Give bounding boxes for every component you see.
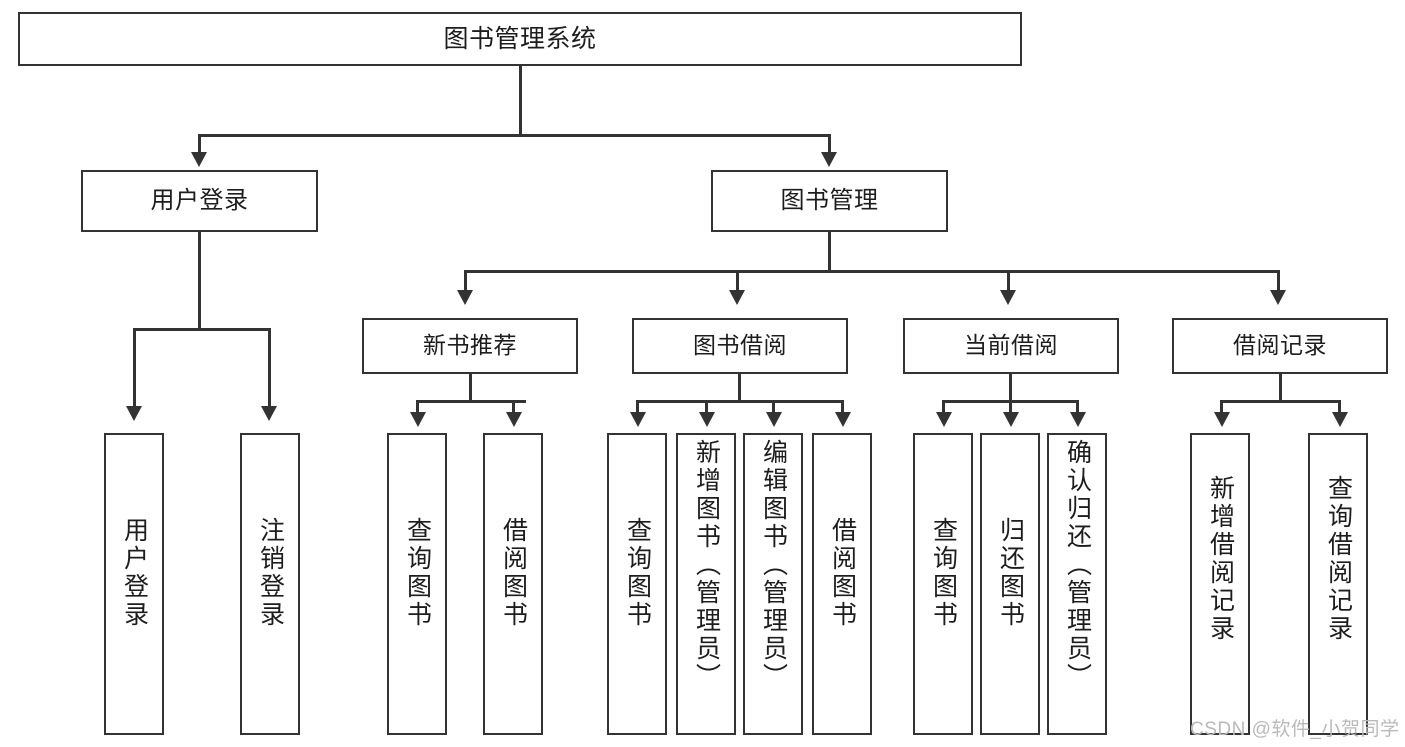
connector-borrow-record-bus [1220, 400, 1339, 403]
leaf-edit-book[interactable]: 编辑图书（管理员） [743, 433, 803, 735]
connector-current-borrow-drop-3 [1076, 400, 1079, 414]
leaf-query-book-recommend[interactable]: 查询图书 [387, 433, 447, 735]
arrow-bm-to-new-book-recommend-icon [457, 290, 473, 305]
node-label: 图书管理 [780, 186, 879, 214]
leaf-borrow-book-recommend[interactable]: 借阅图书 [483, 433, 543, 735]
arrow-user-login-leaf-2-icon [261, 406, 277, 421]
connector-new-book-bus [416, 400, 526, 403]
leaf-add-borrow-record[interactable]: 新增借阅记录 [1190, 433, 1250, 735]
leaf-borrow-book[interactable]: 借阅图书 [812, 433, 872, 735]
arrow-root-to-user-login-icon [191, 152, 207, 167]
node-label: 当前借阅 [964, 332, 1058, 359]
arrow-bm-to-book-borrow-icon [729, 290, 745, 305]
connector-user-login-bus [133, 328, 271, 331]
connector-borrow-record-drop-2 [1338, 400, 1341, 414]
connector-bm-drop-3 [1007, 270, 1010, 292]
connector-user-login-drop-1 [133, 328, 136, 408]
arrow-current-borrow-leaf-1-icon [936, 412, 952, 427]
connector-book-borrow-drop-3 [772, 400, 775, 414]
node-book-borrow[interactable]: 图书借阅 [632, 318, 848, 374]
node-new-book-recommend[interactable]: 新书推荐 [362, 318, 578, 374]
connector-user-login-stem [198, 232, 201, 328]
connector-root-to-book-management [828, 134, 831, 154]
arrow-new-book-leaf-2-icon [506, 412, 522, 427]
connector-bm-drop-4 [1277, 270, 1280, 292]
node-user-login[interactable]: 用户登录 [81, 170, 318, 232]
node-book-management[interactable]: 图书管理 [711, 170, 948, 232]
connector-bm-drop-2 [736, 270, 739, 292]
arrow-current-borrow-leaf-2-icon [1003, 412, 1019, 427]
node-label: 注销登录 [256, 517, 285, 629]
arrow-book-borrow-leaf-2-icon [699, 412, 715, 427]
node-current-borrow[interactable]: 当前借阅 [903, 318, 1119, 374]
leaf-return-book[interactable]: 归还图书 [980, 433, 1040, 735]
node-label: 用户登录 [150, 186, 249, 214]
leaf-add-book[interactable]: 新增图书（管理员） [676, 433, 736, 735]
connector-user-login-drop-2 [268, 328, 271, 408]
node-label: 新书推荐 [423, 332, 517, 359]
connector-book-borrow-drop-1 [636, 400, 639, 414]
connector-borrow-record-drop-1 [1220, 400, 1223, 414]
leaf-user-login[interactable]: 用户登录 [104, 433, 164, 735]
connector-new-book-stem [469, 374, 472, 400]
connector-root-to-user-login [198, 134, 201, 154]
leaf-query-book-borrow[interactable]: 查询图书 [607, 433, 667, 735]
connector-book-borrow-drop-4 [841, 400, 844, 414]
connector-bm-drop-1 [464, 270, 467, 292]
connector-current-borrow-drop-1 [942, 400, 945, 414]
node-borrow-record[interactable]: 借阅记录 [1172, 318, 1388, 374]
connector-current-borrow-drop-2 [1009, 400, 1012, 414]
arrow-book-borrow-leaf-1-icon [630, 412, 646, 427]
arrow-current-borrow-leaf-3-icon [1070, 412, 1086, 427]
leaf-confirm-return[interactable]: 确认归还（管理员） [1047, 433, 1107, 735]
node-label: 新增借阅记录 [1206, 475, 1235, 643]
node-label: 图书管理系统 [443, 25, 597, 53]
connector-book-management-bus [464, 270, 1280, 273]
node-label: 确认归还（管理员） [1063, 439, 1092, 691]
node-label: 借阅记录 [1233, 332, 1327, 359]
connector-borrow-record-stem [1279, 374, 1282, 400]
arrow-new-book-leaf-1-icon [410, 412, 426, 427]
leaf-query-book-current[interactable]: 查询图书 [913, 433, 973, 735]
connector-book-management-stem [828, 232, 831, 272]
connector-root-bus [198, 134, 831, 137]
arrow-book-borrow-leaf-3-icon [766, 412, 782, 427]
node-label: 图书借阅 [693, 332, 787, 359]
connector-book-borrow-stem [738, 374, 741, 400]
node-label: 借阅图书 [828, 517, 857, 629]
node-label: 查询图书 [403, 517, 432, 629]
leaf-query-borrow-record[interactable]: 查询借阅记录 [1308, 433, 1368, 735]
arrow-root-to-book-management-icon [821, 152, 837, 167]
arrow-user-login-leaf-1-icon [126, 406, 142, 421]
connector-new-book-drop-2 [512, 400, 515, 414]
node-label: 新增图书（管理员） [692, 439, 721, 691]
node-label: 借阅图书 [499, 517, 528, 629]
connector-current-borrow-stem [1009, 374, 1012, 400]
node-label: 查询图书 [929, 517, 958, 629]
node-label: 查询图书 [623, 517, 652, 629]
node-label: 查询借阅记录 [1324, 475, 1353, 643]
arrow-book-borrow-leaf-4-icon [835, 412, 851, 427]
connector-root-stem [519, 66, 522, 134]
csdn-watermark: CSDN @软件_小贺同学 [1190, 719, 1400, 740]
connector-book-borrow-drop-2 [705, 400, 708, 414]
node-label: 用户登录 [120, 517, 149, 629]
node-label: 归还图书 [996, 517, 1025, 629]
connector-new-book-drop-1 [416, 400, 419, 414]
arrow-bm-to-current-borrow-icon [1000, 290, 1016, 305]
node-root-book-management-system[interactable]: 图书管理系统 [18, 12, 1022, 66]
node-label: 编辑图书（管理员） [759, 439, 788, 691]
arrow-borrow-record-leaf-1-icon [1214, 412, 1230, 427]
arrow-borrow-record-leaf-2-icon [1332, 412, 1348, 427]
connector-book-borrow-bus [636, 400, 844, 403]
leaf-logout[interactable]: 注销登录 [240, 433, 300, 735]
arrow-bm-to-borrow-record-icon [1270, 290, 1286, 305]
